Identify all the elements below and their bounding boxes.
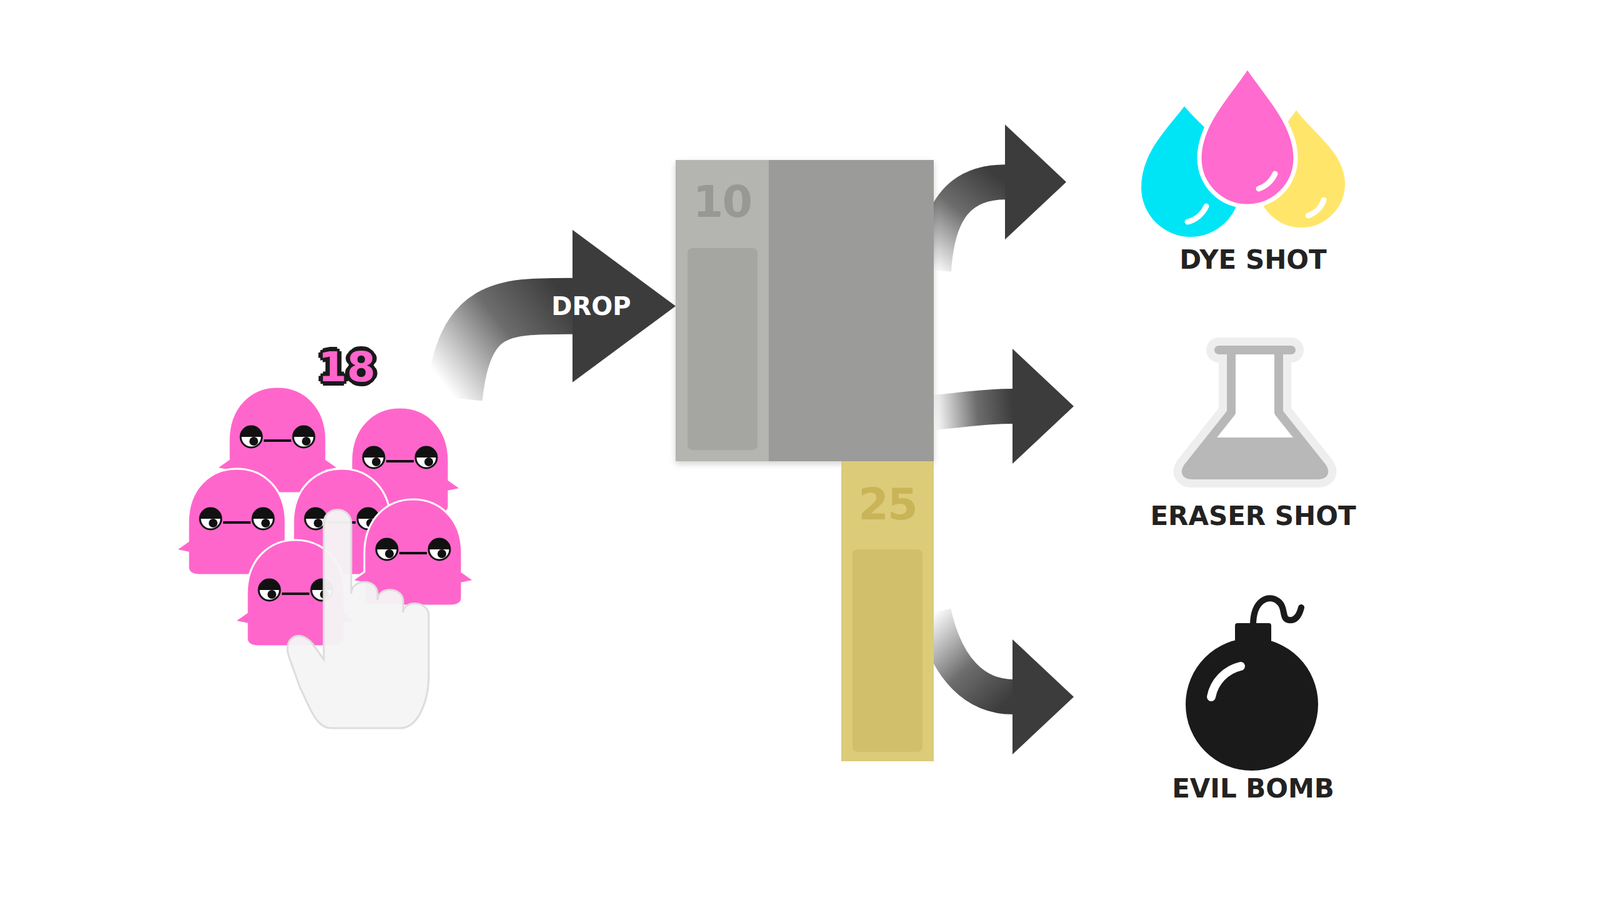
collector-box: 10 — [675, 160, 934, 462]
capacity-number: 25 — [858, 480, 917, 529]
arrow-shaft — [933, 612, 1014, 697]
dye-bar: 25 — [841, 461, 934, 762]
arrow-head — [1012, 348, 1074, 464]
crowd-group: 18 — [159, 340, 455, 732]
flow-arrow — [933, 124, 1067, 271]
count-badge: 18 — [318, 345, 376, 391]
flow-arrow — [933, 612, 1074, 755]
eraser-shot-item: ERASER SHOT — [1125, 325, 1382, 532]
pointer-hand — [287, 510, 429, 729]
arrow-head — [1005, 124, 1067, 240]
arrow-shaft — [933, 406, 1014, 413]
item-label: EVIL BOMB — [1171, 774, 1335, 804]
slot — [852, 549, 923, 752]
item-label: DYE SHOT — [1179, 245, 1327, 275]
capacity-number: 10 — [693, 178, 752, 227]
flow-arrow — [454, 230, 676, 399]
evil-bomb-item: EVIL BOMB — [1125, 581, 1382, 807]
flow-arrow — [933, 348, 1074, 464]
item-label: ERASER SHOT — [1150, 501, 1356, 531]
dye-shot-item: DYE SHOT — [1125, 62, 1382, 279]
slot — [687, 248, 758, 450]
dye-drops — [1139, 66, 1347, 239]
edge-label: DROP — [551, 292, 631, 320]
flask-icon — [1186, 350, 1324, 475]
arrow-shaft — [933, 181, 1006, 271]
bomb-icon — [1185, 598, 1319, 771]
arrow-head — [1012, 639, 1074, 755]
arrow-shaft — [454, 306, 574, 399]
